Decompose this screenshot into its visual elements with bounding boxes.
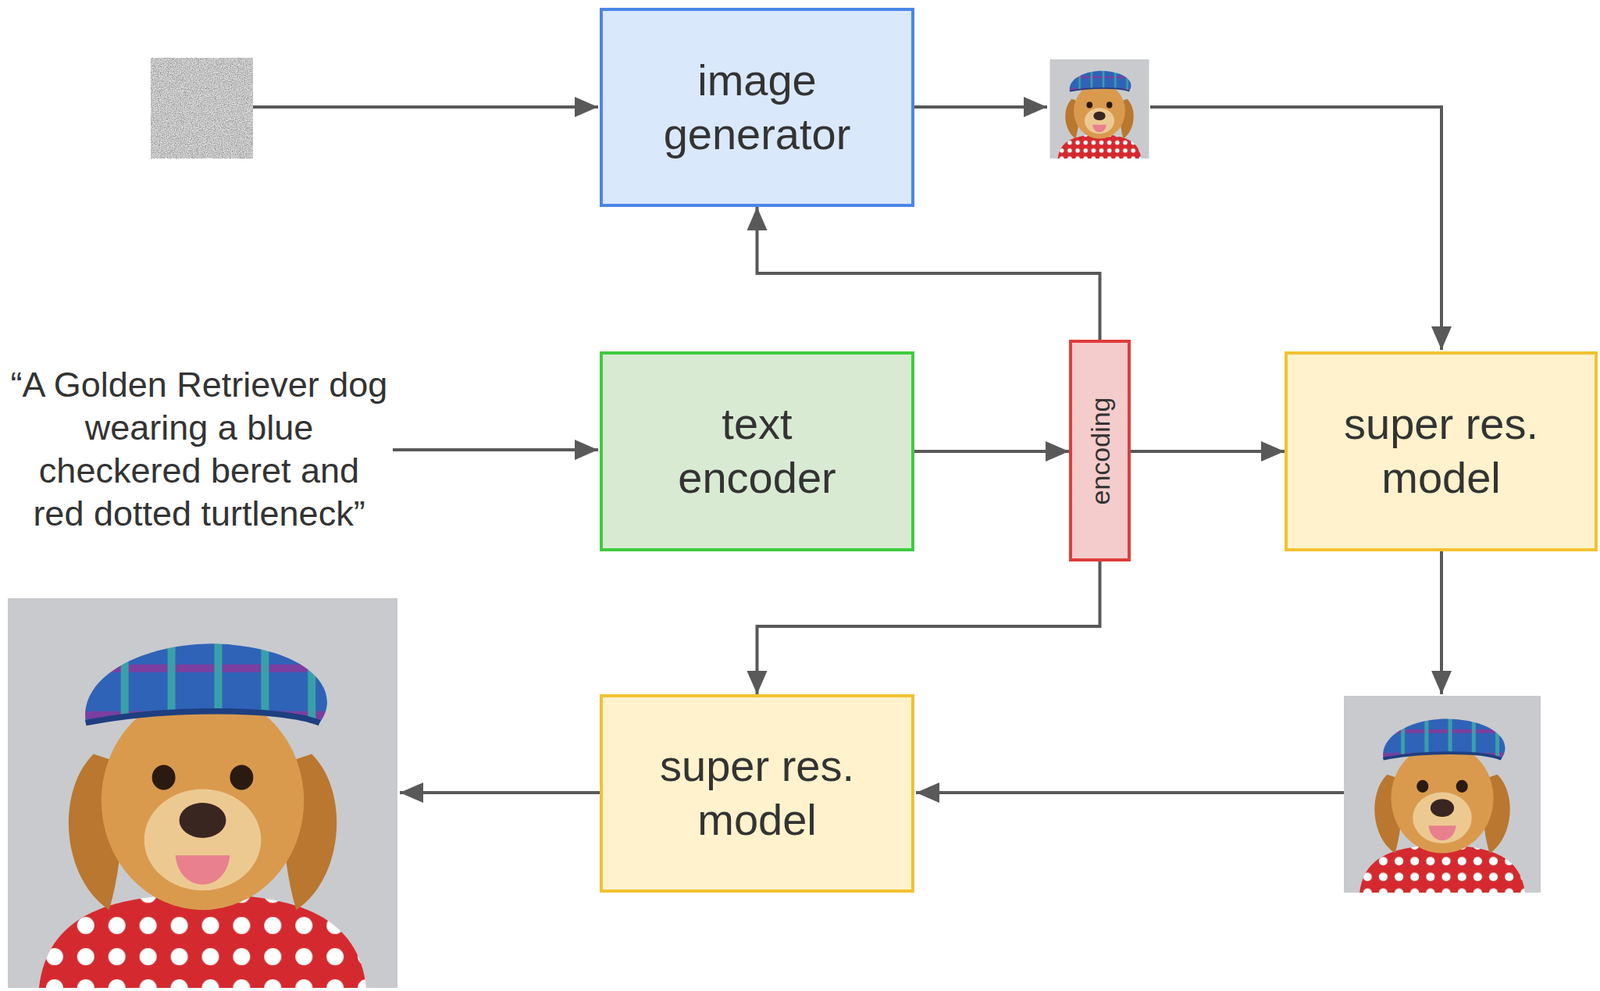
flow-arrow [1150,106,1442,350]
box-label: encoding [1084,396,1116,505]
generator-box: image generator [599,7,915,207]
super-res-box: super res. model [1284,351,1598,552]
prompt-text: “A Golden Retriever dog wearing a blue c… [9,363,389,536]
connector-arrow [1130,449,1285,453]
small-dog-image [1050,59,1150,159]
connector-arrow [914,449,1070,453]
flow-arrow [399,791,600,795]
box-label: super res. model [1328,397,1555,506]
connector-arrow [757,561,1101,695]
encoder-box: text encoder [599,351,915,552]
flow-arrow [1439,551,1444,695]
flow-arrow [253,105,599,109]
box-label: text encoder [644,397,871,506]
large-dog-image [7,598,398,988]
flow-arrow [914,105,1048,109]
connector-arrow [757,206,1101,340]
flow-arrow [915,791,1344,795]
flow-arrow [392,448,599,452]
medium-dog-image [1343,695,1541,893]
super-res-box: super res. model [599,694,915,893]
noise-image [150,57,254,159]
flow-arrows [253,106,1442,793]
box-label: image generator [644,53,871,162]
encoding-box: encoding [1069,339,1131,562]
box-label: super res. model [644,739,871,848]
